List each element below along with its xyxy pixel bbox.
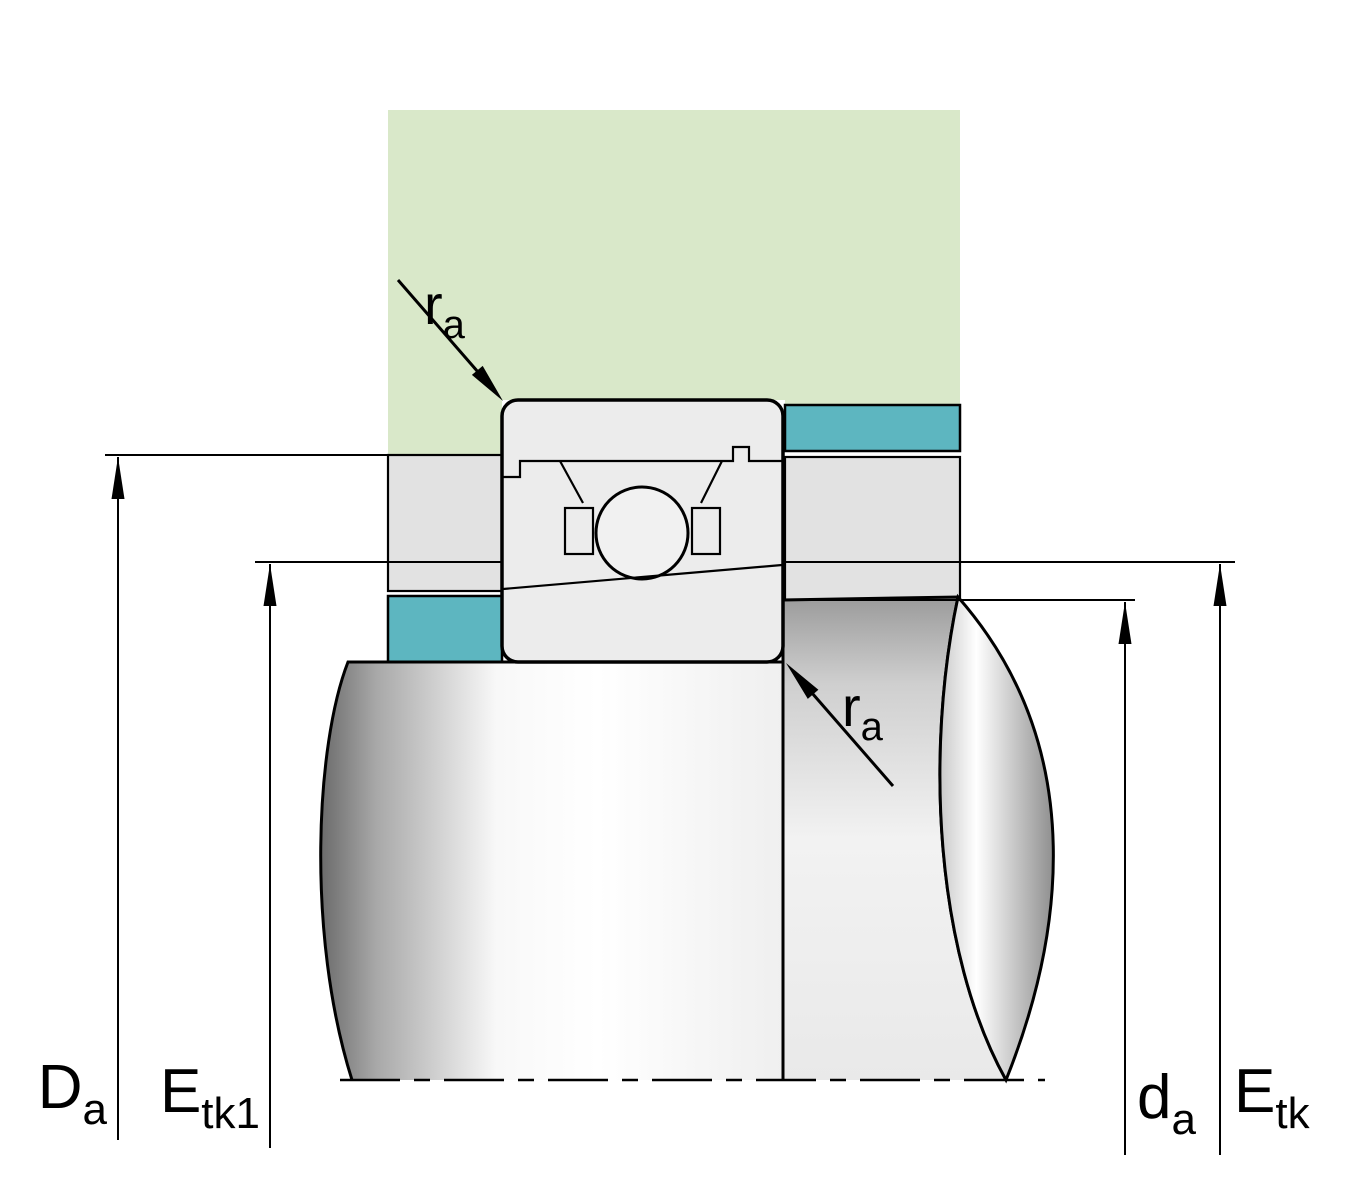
dim-arrow-Etk: [1213, 564, 1227, 606]
label-Da: Da: [38, 1053, 108, 1134]
shaft-section: [320, 662, 783, 1080]
bearing-shoulder-right: [700, 460, 723, 504]
bearing-cage-left: [563, 506, 595, 556]
bearing-cage-right: [690, 506, 722, 556]
shaft-section-outline: [319, 660, 785, 1081]
leader-ra-top: [396, 279, 480, 373]
bearing-ball: [594, 485, 690, 581]
leader-ra-bottom: [810, 692, 895, 787]
leader-arrow-ra-bottom: [786, 663, 819, 699]
spacer-ring-housing: [783, 403, 962, 453]
dim-arrow-Etk1: [263, 564, 277, 606]
label-Etk: Etk: [1234, 1057, 1311, 1138]
dim-arrow-Da: [111, 457, 125, 499]
housing-bore-left: [386, 453, 504, 593]
bearing-shoulder-left: [559, 460, 584, 504]
label-ra-bottom: ra: [842, 675, 884, 749]
housing-block: [388, 110, 960, 455]
housing-bore-right: [783, 455, 962, 602]
label-ra-top: ra: [424, 273, 466, 347]
label-Etk1: Etk1: [160, 1057, 260, 1138]
dim-arrow-da: [1118, 602, 1132, 644]
shaft-shoulder: [783, 597, 1006, 1080]
bearing-inner-ring-contour: [502, 563, 783, 591]
leader-arrow-ra-top: [471, 365, 503, 401]
bearing-outer-ring-contour: [503, 445, 782, 479]
spacer-ring-shaft: [386, 594, 504, 664]
label-da: da: [1137, 1063, 1196, 1144]
